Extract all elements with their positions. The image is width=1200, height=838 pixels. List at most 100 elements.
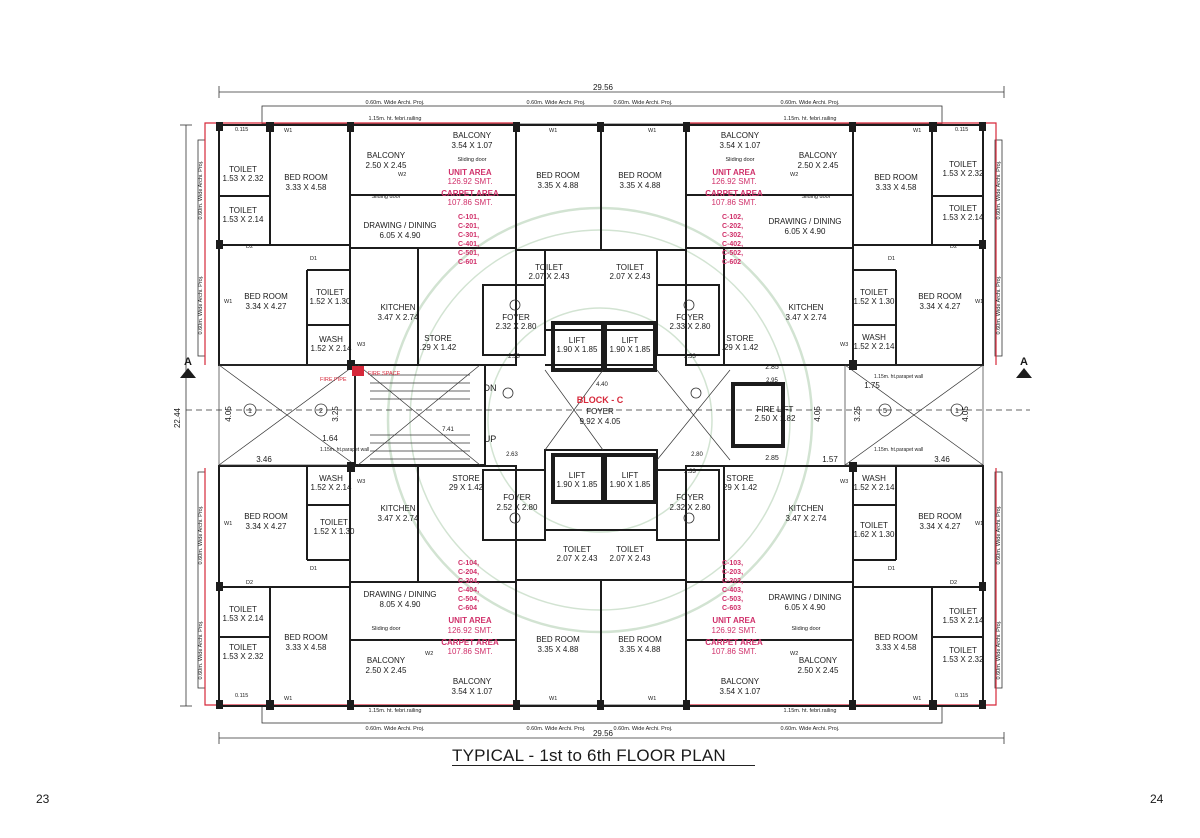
room-size: 2.07 X 2.43	[557, 554, 598, 563]
unit-number: C-102,	[722, 214, 743, 221]
unit-number: C-404,	[458, 587, 479, 594]
fire-lift-label: FIRE LIFT	[757, 405, 794, 414]
room-label: BALCONY	[367, 656, 406, 665]
room-size: 2.07 X 2.43	[610, 554, 651, 563]
room-label: BED ROOM	[244, 512, 288, 521]
carpet-area-value: 107.86 SMT.	[712, 647, 757, 656]
unit-number: C-301,	[458, 232, 479, 239]
unit-area-label: UNIT AREA	[448, 168, 491, 177]
lift-size: 1.90 X 1.85	[557, 480, 598, 489]
carpet-area-label: CARPET AREA	[705, 638, 763, 647]
room-label: KITCHEN	[380, 504, 415, 513]
window-code: W2	[425, 651, 433, 657]
unit-number: C-302,	[722, 232, 743, 239]
room-label: TOILET	[616, 263, 644, 272]
overall-width-top: 29.56	[593, 83, 614, 92]
room-label: BED ROOM	[874, 633, 918, 642]
room-label: BED ROOM	[536, 171, 580, 180]
room-size: 1.53 X 2.14	[223, 215, 264, 224]
room-size: 3.47 X 2.74	[378, 313, 419, 322]
room-label: STORE	[452, 474, 479, 483]
core-foyer-size: 9.92 X 4.05	[580, 417, 621, 426]
proj-label-vertical: 0.60m. Wide Archi. Proj.	[198, 160, 204, 219]
grid-number: 5	[883, 408, 887, 415]
room-size: 1.52 X 2.14	[311, 483, 352, 492]
room-size: .29 X 1.42	[722, 343, 759, 352]
grid-number: 2	[319, 408, 323, 415]
window-code: W3	[840, 479, 848, 485]
window-code: W1	[648, 696, 656, 702]
proj-label-vertical: 0.60m. Wide Archi. Proj.	[996, 160, 1002, 219]
room-size: 3.33 X 4.58	[876, 643, 917, 652]
room-label: STORE	[726, 474, 753, 483]
room-label: BALCONY	[799, 656, 838, 665]
room-label: WASH	[319, 335, 343, 344]
room-label: TOILET	[949, 646, 977, 655]
unit-number: C-402,	[722, 241, 743, 248]
room-label: BALCONY	[721, 677, 760, 686]
staircase	[357, 364, 481, 466]
section-markers	[180, 368, 1032, 378]
room-size: 2.50 X 2.45	[366, 161, 407, 170]
room-size: 3.35 X 4.88	[538, 645, 579, 654]
room-label: BED ROOM	[284, 633, 328, 642]
window-code: W1	[549, 128, 557, 134]
unit-number: C-101,	[458, 214, 479, 221]
fire-space-box	[352, 366, 364, 376]
room-size: 3.35 X 4.88	[620, 181, 661, 190]
proj-label-vertical: 0.60m. Wide Archi. Proj.	[198, 275, 204, 334]
room-size: 8.05 X 4.90	[380, 600, 421, 609]
room-size: 6.05 X 4.90	[380, 231, 421, 240]
title-underline	[452, 765, 755, 766]
room-size: 3.47 X 2.74	[786, 313, 827, 322]
window-code: W1	[975, 521, 983, 527]
room-size: 1.53 X 2.14	[223, 614, 264, 623]
unit-area-label: UNIT AREA	[712, 168, 755, 177]
room-label: FOYER	[676, 313, 704, 322]
lift-label: LIFT	[569, 471, 586, 480]
room-size: 1.52 X 1.30	[854, 297, 895, 306]
lift-size: 1.90 X 1.85	[610, 345, 651, 354]
unit-number: C-103,	[722, 560, 743, 567]
fire-space-label: FIRE SPACE	[368, 371, 401, 377]
unit-number: C-502,	[722, 250, 743, 257]
parapet-label: 1.15m. ht.parapet wall	[874, 374, 923, 380]
room-size: 1.53 X 2.14	[943, 616, 984, 625]
dim-small: 0.115	[235, 127, 248, 133]
grid-number: 1	[955, 408, 959, 415]
room-size: 2.07 X 2.43	[610, 272, 651, 281]
room-size: 3.34 X 4.27	[246, 522, 287, 531]
window-code: W2	[398, 172, 406, 178]
unit-area-value: 126.92 SMT.	[448, 626, 493, 635]
window-code: W2	[790, 172, 798, 178]
carpet-area-label: CARPET AREA	[441, 189, 499, 198]
door-code: D2	[950, 244, 957, 250]
room-size: 2.32 X 2.80	[670, 503, 711, 512]
window-code: W3	[357, 479, 365, 485]
sliding-door-label: Sliding door	[371, 194, 400, 200]
parapet-label: 1.15m. ht.parapet wall	[874, 447, 923, 453]
unit-number: C-601	[458, 259, 477, 266]
room-size: 3.35 X 4.88	[620, 645, 661, 654]
room-label: DRAWING / DINING	[363, 221, 436, 230]
lift-label: LIFT	[569, 336, 586, 345]
railing-label: 1.15m. ht. febri.railing	[369, 708, 422, 714]
door-code: D1	[310, 256, 317, 262]
proj-label-vertical: 0.60m. Wide Archi. Proj.	[198, 505, 204, 564]
dim-text: 1.75	[864, 381, 880, 390]
walls	[218, 124, 984, 707]
unit-number: C-202,	[722, 223, 743, 230]
sliding-door-label: Sliding door	[457, 157, 486, 163]
room-label: TOILET	[229, 605, 257, 614]
room-size: 2.50 X 2.45	[798, 666, 839, 675]
room-size: 3.33 X 4.58	[286, 183, 327, 192]
room-size: 3.54 X 1.07	[720, 141, 761, 150]
room-label: BALCONY	[453, 131, 492, 140]
window-code: W1	[913, 128, 921, 134]
fire-lift-size: 2.50 X 1.82	[755, 414, 796, 423]
carpet-area-label: CARPET AREA	[705, 189, 763, 198]
grid-number: 1	[248, 408, 252, 415]
dim-text: 4.40	[596, 382, 608, 388]
dim-text: 3.46	[934, 455, 950, 464]
dim-small: 0.115	[235, 693, 248, 699]
